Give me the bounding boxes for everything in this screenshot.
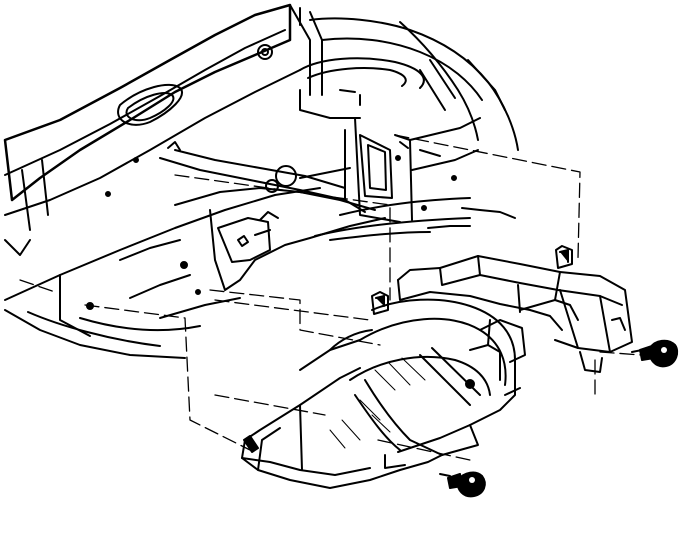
floor-pan <box>3 3 471 359</box>
alignment-lines <box>19 134 656 461</box>
duct-assembly <box>241 245 633 489</box>
lower-fastener <box>439 471 486 498</box>
upper-fastener <box>631 339 679 368</box>
wheel-house <box>299 7 519 229</box>
